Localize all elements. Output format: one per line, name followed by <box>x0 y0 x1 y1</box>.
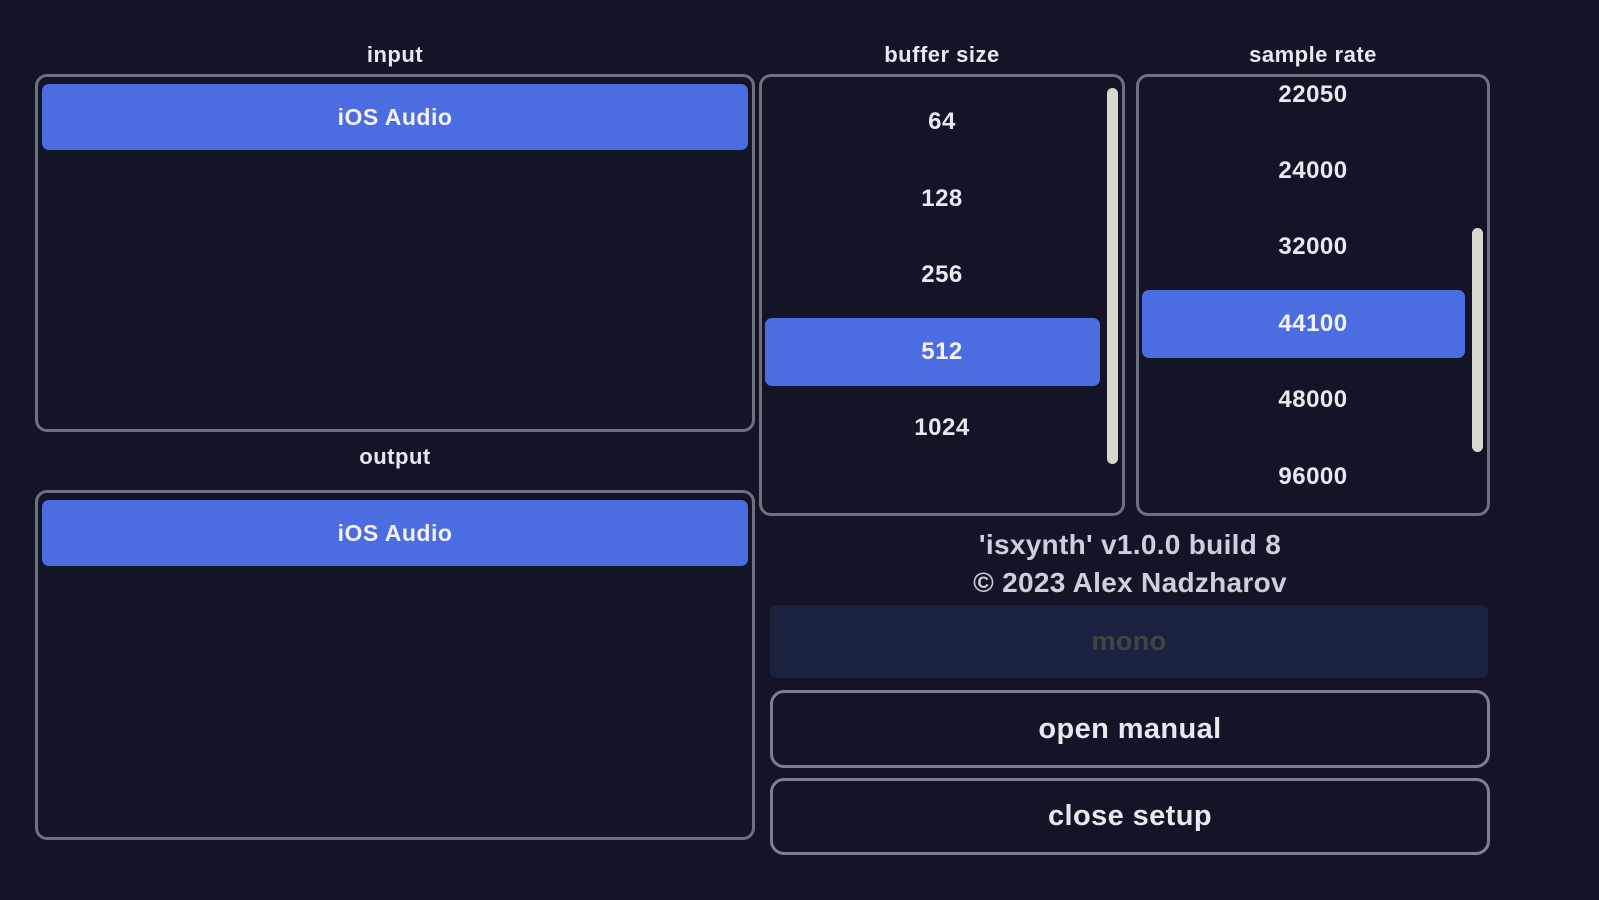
close-setup-label: close setup <box>1048 800 1212 832</box>
sample-rate-option-label: 96000 <box>1278 463 1348 490</box>
sample-rate-option-label: 44100 <box>1278 310 1348 337</box>
mono-toggle-label: mono <box>1091 626 1167 656</box>
sample-rate-scrollbar-thumb[interactable] <box>1472 228 1483 452</box>
buffer-size-option-label: 256 <box>921 261 963 288</box>
sample-rate-option-label: 32000 <box>1278 233 1348 260</box>
buffer-size-option-256[interactable]: 256 <box>765 241 1119 309</box>
selection-highlight <box>1142 290 1465 358</box>
sample-rate-option-96000[interactable]: 96000 <box>1142 443 1484 511</box>
copyright-line: © 2023 Alex Nadzharov <box>973 567 1287 598</box>
buffer-size-listbox: 64 128 256 512 1024 <box>759 74 1125 516</box>
buffer-size-section-label: buffer size <box>884 42 1000 67</box>
version-line: 'isxynth' v1.0.0 build 8 <box>978 529 1282 560</box>
input-section-label: input <box>366 42 424 67</box>
open-manual-label: open manual <box>1038 712 1222 745</box>
buffer-size-option-label: 512 <box>921 338 963 365</box>
sample-rate-option-22050[interactable]: 22050 <box>1142 77 1484 129</box>
sample-rate-option-44100-selected[interactable]: 44100 <box>1142 290 1484 358</box>
sample-rate-section-label: sample rate <box>1249 42 1377 67</box>
buffer-size-option-label: 128 <box>921 185 963 212</box>
output-device-option-ios-audio[interactable]: iOS Audio <box>42 500 748 566</box>
close-setup-button[interactable]: close setup <box>770 778 1490 855</box>
open-manual-button[interactable]: open manual <box>770 690 1490 768</box>
sample-rate-option-label: 24000 <box>1278 157 1348 184</box>
buffer-size-option-1024[interactable]: 1024 <box>765 394 1119 462</box>
input-device-listbox: iOS Audio <box>35 74 755 432</box>
output-device-option-label: iOS Audio <box>337 519 453 546</box>
about-text: 'isxynth' v1.0.0 build 8 © 2023 Alex Nad… <box>770 526 1490 602</box>
sample-rate-option-48000[interactable]: 48000 <box>1142 366 1484 434</box>
sample-rate-option-32000[interactable]: 32000 <box>1142 213 1484 281</box>
sample-rate-option-label: 22050 <box>1278 81 1348 108</box>
sample-rate-option-label: 48000 <box>1278 386 1348 413</box>
selection-highlight <box>765 318 1100 386</box>
buffer-size-option-64[interactable]: 64 <box>765 88 1119 156</box>
sample-rate-option-24000[interactable]: 24000 <box>1142 137 1484 205</box>
input-device-option-label: iOS Audio <box>337 103 453 130</box>
output-section-label: output <box>359 444 431 469</box>
input-device-option-ios-audio[interactable]: iOS Audio <box>42 84 748 150</box>
buffer-size-option-label: 1024 <box>914 414 970 441</box>
mono-toggle-button[interactable]: mono <box>770 605 1488 678</box>
buffer-size-option-label: 64 <box>928 108 956 135</box>
sample-rate-listbox: 22050 24000 32000 44100 48000 96000 <box>1136 74 1490 516</box>
buffer-size-option-128[interactable]: 128 <box>765 165 1119 233</box>
buffer-size-option-512-selected[interactable]: 512 <box>765 318 1119 386</box>
buffer-size-scrollbar-thumb[interactable] <box>1107 88 1118 464</box>
output-device-listbox: iOS Audio <box>35 490 755 840</box>
